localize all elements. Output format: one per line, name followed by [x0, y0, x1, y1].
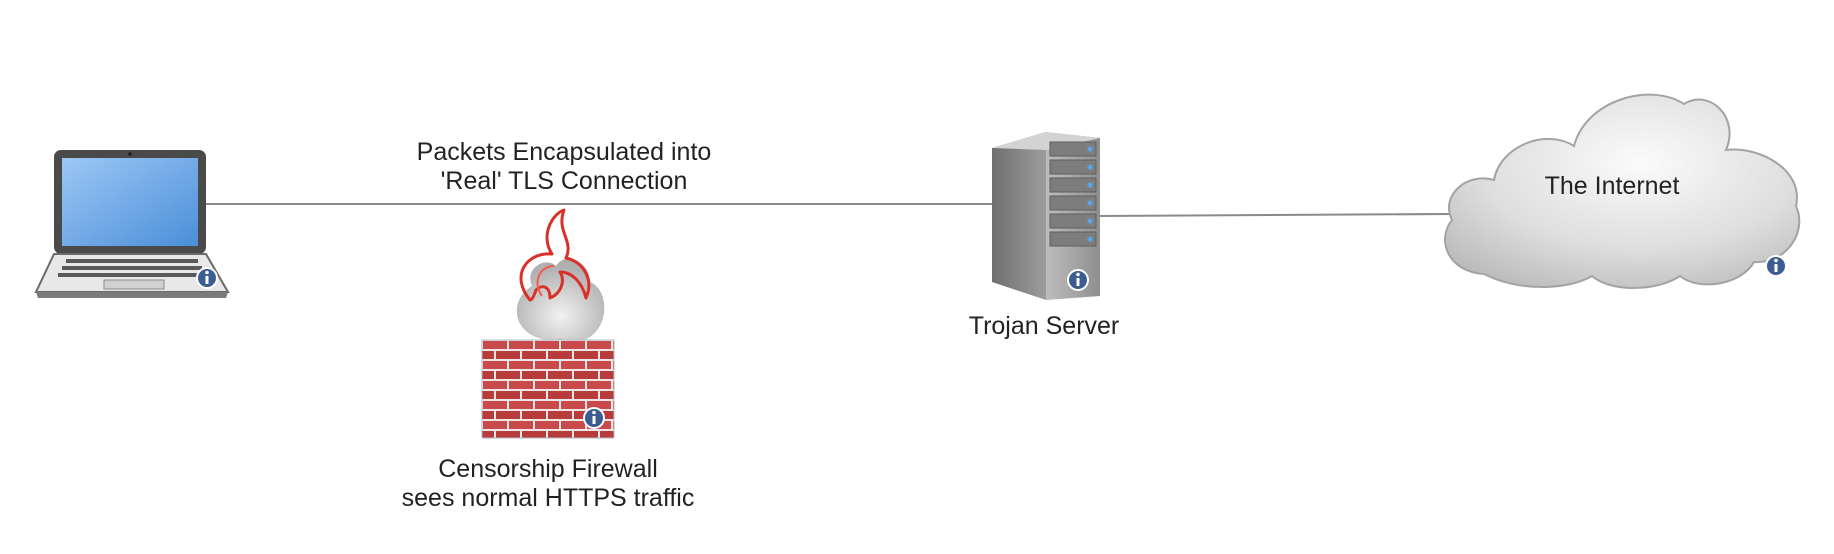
connection-label: Packets Encapsulated into 'Real' TLS Con…: [354, 138, 774, 196]
internet-label: The Internet: [1544, 172, 1680, 200]
connection-label-line1: Packets Encapsulated into: [416, 138, 712, 166]
cloud-icon: [1444, 93, 1801, 289]
firewall-label-line1: Censorship Firewall: [438, 455, 658, 483]
laptop-icon: [34, 150, 230, 298]
firewall-icon: [481, 208, 615, 439]
server-label: Trojan Server: [968, 312, 1120, 340]
info-icon[interactable]: [1067, 269, 1089, 291]
firewall-label-line2: sees normal HTTPS traffic: [401, 484, 695, 512]
server-icon: [992, 132, 1100, 300]
info-icon[interactable]: [583, 407, 605, 429]
firewall-label: Censorship Firewall sees normal HTTPS tr…: [348, 455, 748, 513]
info-icon[interactable]: [1765, 255, 1787, 277]
connection-label-line2: 'Real' TLS Connection: [440, 167, 688, 195]
info-icon[interactable]: [196, 267, 218, 289]
internet-connection-line: [1099, 213, 1453, 217]
